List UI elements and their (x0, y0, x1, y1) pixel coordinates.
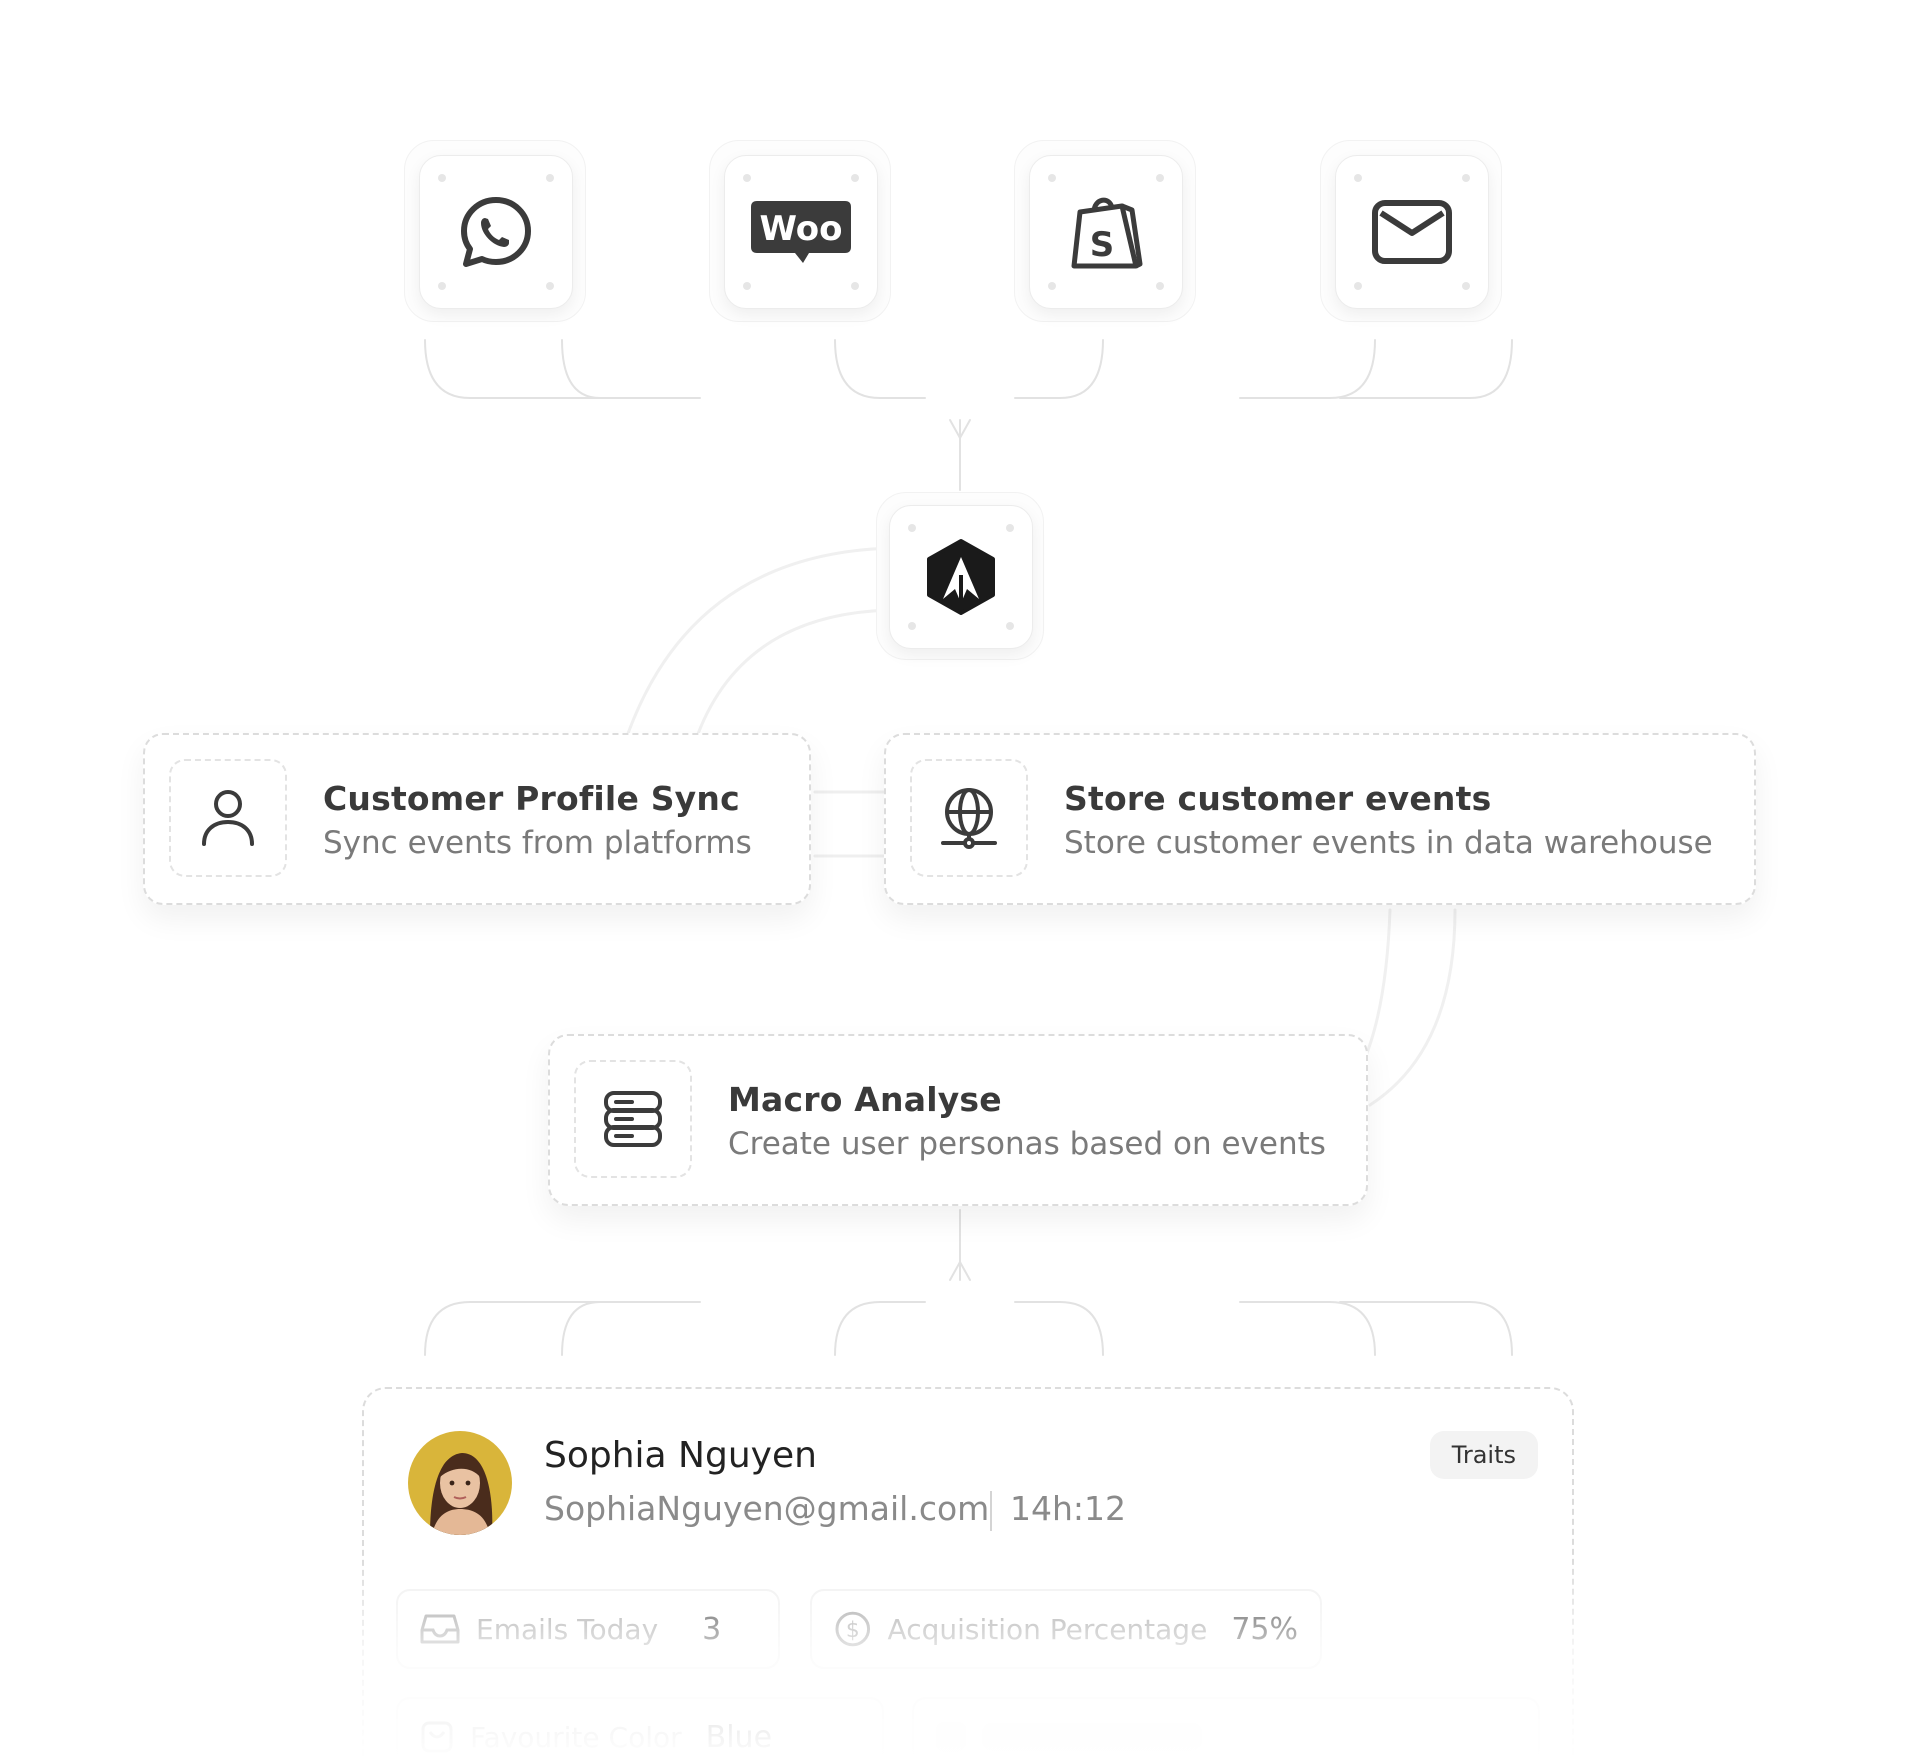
stat-label: Emails Today (476, 1612, 659, 1646)
store-events-title: Store customer events (1064, 779, 1492, 818)
user-icon (202, 790, 254, 846)
svg-text:Woo: Woo (759, 209, 842, 249)
stat-label: Favourite Color (470, 1720, 682, 1754)
whatsapp-tile[interactable] (404, 140, 586, 322)
whatsapp-icon (461, 197, 531, 267)
server-icon (604, 1091, 662, 1147)
customer-profile-card[interactable]: Sophia Nguyen SophiaNguyen@gmail.com 14h… (362, 1387, 1574, 1763)
placeholder-bar (982, 1723, 1202, 1751)
store-events-card[interactable]: Store customer events Store customer eve… (884, 733, 1756, 905)
profile-sync-card[interactable]: Customer Profile Sync Sync events from p… (143, 733, 811, 905)
shopify-icon: S (1071, 197, 1143, 269)
svg-text:S: S (1090, 225, 1115, 265)
avatar-image (408, 1431, 512, 1535)
woocommerce-tile[interactable]: Woo (709, 140, 891, 322)
stat-acquisition: $ Acquisition Percentage 75% (810, 1589, 1322, 1669)
divider (990, 1491, 992, 1531)
macro-analyse-icon-box (574, 1060, 692, 1178)
profile-time: 14h:12 (1010, 1489, 1127, 1528)
svg-text:$: $ (846, 1618, 860, 1643)
macro-analyse-card[interactable]: Macro Analyse Create user personas based… (548, 1034, 1368, 1206)
dollar-icon: $ (835, 1611, 871, 1647)
app-logo-icon (927, 539, 995, 615)
stat-emails-today: Emails Today 3 (396, 1589, 780, 1669)
macro-analyse-title: Macro Analyse (728, 1080, 1002, 1119)
globe-icon (941, 788, 997, 849)
macro-analyse-subtitle: Create user personas based on events (728, 1126, 1326, 1162)
stat-value: 75% (1231, 1611, 1298, 1647)
stat-favourite-color: Favourite Color Blue (396, 1697, 884, 1763)
stat-value: Blue (705, 1719, 773, 1755)
stat-placeholder (912, 1697, 1540, 1763)
mail-icon (1372, 200, 1452, 264)
inbox-icon (420, 1614, 460, 1644)
store-events-subtitle: Store customer events in data warehouse (1064, 825, 1713, 861)
stat-label: Acquisition Percentage (887, 1612, 1208, 1646)
stat-value: 3 (702, 1611, 722, 1647)
avatar (408, 1431, 512, 1535)
placeholder-icon (936, 1722, 966, 1752)
store-events-icon-box (910, 759, 1028, 877)
profile-sync-icon-box (169, 759, 287, 877)
hub-tile[interactable] (876, 492, 1044, 660)
profile-sync-title: Customer Profile Sync (323, 779, 740, 818)
profile-sync-subtitle: Sync events from platforms (323, 825, 752, 861)
shopify-tile[interactable]: S (1014, 140, 1196, 322)
profile-name: Sophia Nguyen (544, 1435, 817, 1476)
woocommerce-icon: Woo (751, 201, 851, 263)
palette-icon (421, 1721, 453, 1753)
mail-tile[interactable] (1320, 140, 1502, 322)
traits-badge[interactable]: Traits (1429, 1431, 1538, 1479)
profile-email: SophiaNguyen@gmail.com (544, 1489, 990, 1528)
